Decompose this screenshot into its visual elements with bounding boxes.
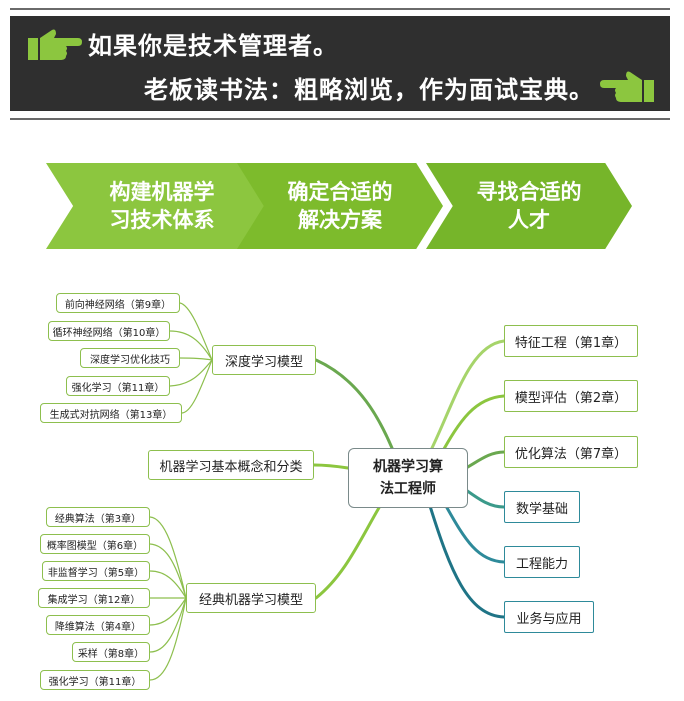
arrow-step-2: 确定合适的解决方案 xyxy=(237,163,443,249)
connector-deep-model xyxy=(314,358,394,450)
connector-right-5 xyxy=(444,504,506,564)
header-line-2: 老板读书法：粗略浏览，作为面试宝典。 xyxy=(144,76,594,104)
classic-child-2: 概率图模型（第6章） xyxy=(40,534,150,554)
connector-classic xyxy=(314,504,382,600)
connector-classic-child-5 xyxy=(149,597,187,626)
center-line-1: 机器学习算 xyxy=(373,459,443,475)
center-node: 机器学习算法工程师 xyxy=(348,448,468,508)
basic-concepts-node: 机器学习基本概念和分类 xyxy=(148,450,314,480)
deep-learning-model-node: 深度学习模型 xyxy=(212,345,316,375)
connector-right-3 xyxy=(464,450,506,470)
arrow-step-1: 构建机器学习技术体系 xyxy=(46,163,272,249)
classic-ml-model-node: 经典机器学习模型 xyxy=(186,583,316,613)
classic-child-4: 集成学习（第12章） xyxy=(38,588,150,608)
arrow-2-line-2: 解决方案 xyxy=(298,208,382,232)
connector-right-4 xyxy=(464,488,506,509)
connector-right-1 xyxy=(430,339,506,450)
bottom-rule xyxy=(10,118,670,120)
header-banner: 如果你是技术管理者。 老板读书法：粗略浏览，作为面试宝典。 xyxy=(10,16,670,111)
arrow-1-line-1: 构建机器学 xyxy=(109,180,215,204)
right-node-engineering: 工程能力 xyxy=(504,546,580,578)
right-node-feature-engineering: 特征工程（第1章） xyxy=(504,325,638,357)
connector-deep-child-4 xyxy=(169,359,213,387)
connector-deep-child-5 xyxy=(181,359,213,414)
connector-deep-child-2 xyxy=(169,330,213,361)
classic-child-5: 降维算法（第4章） xyxy=(46,615,150,635)
connector-basic xyxy=(312,463,350,470)
classic-child-7: 强化学习（第11章） xyxy=(40,670,150,690)
center-line-2: 法工程师 xyxy=(380,481,436,497)
arrow-3-line-1: 寻找合适的 xyxy=(476,180,582,204)
arrow-1-line-2: 习技术体系 xyxy=(109,208,215,232)
connector-right-6 xyxy=(428,504,506,619)
right-node-model-evaluation: 模型评估（第2章） xyxy=(504,380,638,412)
connector-classic-child-2 xyxy=(149,543,187,599)
deep-child-4: 强化学习（第11章） xyxy=(66,376,170,396)
pointing-hand-right-icon xyxy=(28,29,82,60)
top-rule xyxy=(10,8,670,10)
connector-classic-child-3 xyxy=(149,570,187,599)
header-line-1: 如果你是技术管理者。 xyxy=(88,32,338,60)
pointing-hand-left-icon xyxy=(600,71,654,102)
classic-child-1: 经典算法（第3章） xyxy=(46,507,150,527)
connector-classic-child-7 xyxy=(149,597,187,681)
arrow-step-3: 寻找合适的人才 xyxy=(426,163,632,249)
right-node-business: 业务与应用 xyxy=(504,601,594,633)
connector-deep-child-1 xyxy=(179,302,213,361)
right-node-math: 数学基础 xyxy=(504,491,580,523)
right-node-optimization: 优化算法（第7章） xyxy=(504,436,638,468)
arrow-2-line-1: 确定合适的 xyxy=(287,180,393,204)
connector-classic-child-6 xyxy=(149,597,187,653)
connector-classic-child-1 xyxy=(149,516,187,599)
classic-child-3: 非监督学习（第5章） xyxy=(42,561,150,581)
deep-child-2: 循环神经网络（第10章） xyxy=(48,321,170,341)
connector-right-2 xyxy=(438,394,506,458)
deep-child-3: 深度学习优化技巧 xyxy=(80,348,180,368)
arrow-3-line-2: 人才 xyxy=(508,208,550,232)
deep-child-1: 前向神经网络（第9章） xyxy=(56,293,180,313)
connector-deep-child-3 xyxy=(179,357,213,361)
deep-child-5: 生成式对抗网络（第13章） xyxy=(40,403,182,423)
classic-child-6: 采样（第8章） xyxy=(72,642,150,662)
